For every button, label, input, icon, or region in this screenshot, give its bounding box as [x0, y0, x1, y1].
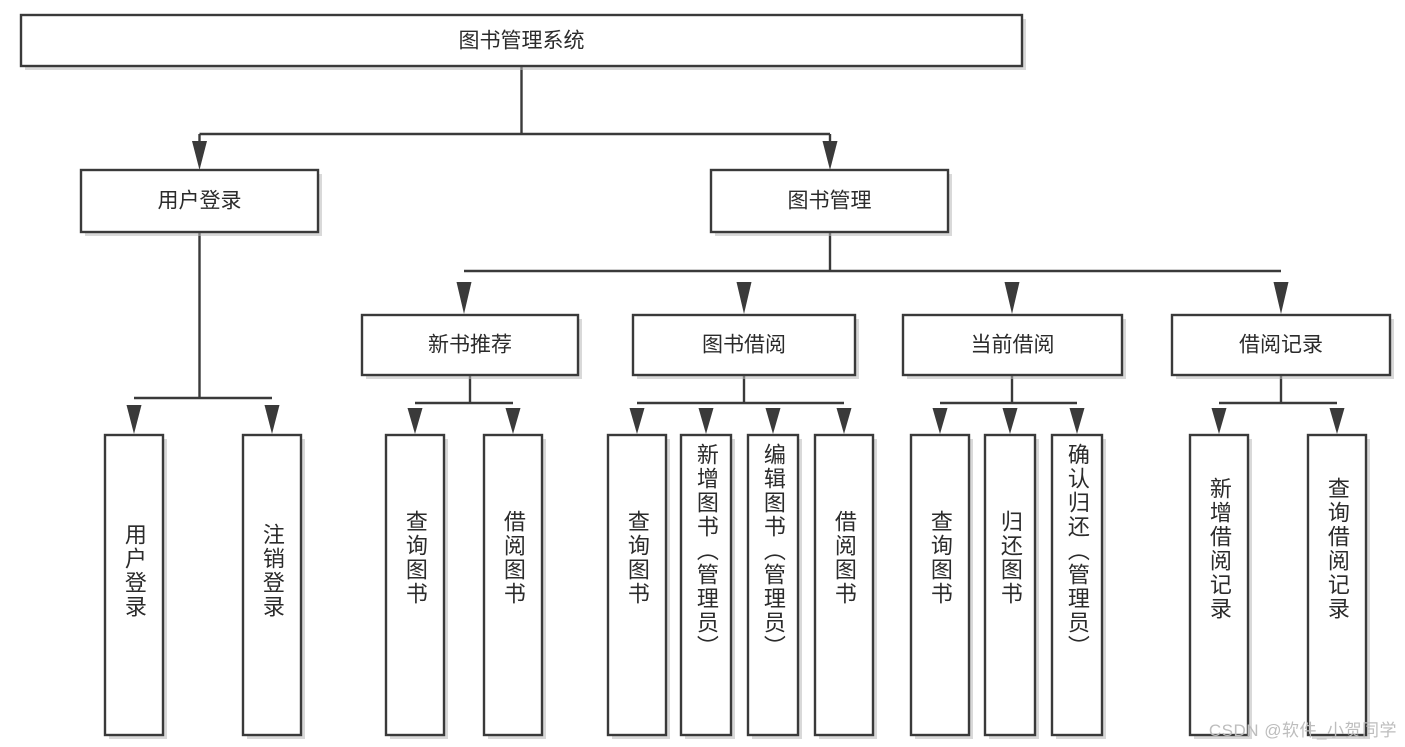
leaf-box[interactable] [384, 433, 448, 739]
node-root-label: 图书管理系统 [459, 30, 585, 53]
connector-userlogin-to-leaves [126, 232, 280, 434]
leaf-box[interactable] [606, 433, 670, 739]
leaf-boxes [103, 433, 1370, 739]
leaf-box[interactable] [983, 433, 1039, 739]
node-book-management[interactable]: 图书管理 [709, 168, 952, 236]
leaf-box[interactable] [813, 433, 877, 739]
leaf-box[interactable] [746, 433, 802, 739]
csdn-watermark: CSDN @软件_小贺同学 [1208, 721, 1397, 740]
leaf-box[interactable] [1306, 433, 1370, 739]
connector-root-to-level2 [192, 66, 838, 170]
node-book-borrow-label: 图书借阅 [702, 334, 786, 357]
node-current-borrow-label: 当前借阅 [971, 334, 1055, 357]
node-current-borrow[interactable]: 当前借阅 [901, 313, 1126, 379]
node-user-login-label: 用户登录 [158, 190, 242, 213]
node-root[interactable]: 图书管理系统 [19, 13, 1026, 70]
leaf-box[interactable] [241, 433, 305, 739]
node-user-login[interactable]: 用户登录 [79, 168, 322, 236]
leaf-box[interactable] [103, 433, 167, 739]
node-borrow-record[interactable]: 借阅记录 [1170, 313, 1394, 379]
leaf-box[interactable] [1188, 433, 1252, 739]
node-borrow-record-label: 借阅记录 [1239, 334, 1323, 357]
node-book-management-label: 图书管理 [788, 190, 872, 213]
leaf-box[interactable] [679, 433, 735, 739]
connector-newbook-to-leaves [407, 375, 521, 434]
node-new-book-recommend[interactable]: 新书推荐 [360, 313, 582, 379]
leaf-box[interactable] [909, 433, 973, 739]
leaf-box[interactable] [482, 433, 546, 739]
node-book-borrow[interactable]: 图书借阅 [631, 313, 859, 379]
node-new-book-recommend-label: 新书推荐 [428, 334, 512, 357]
connector-bookmgmt-to-level3 [456, 232, 1289, 314]
connector-current-to-leaves [932, 375, 1085, 434]
connector-borrow-to-leaves [629, 375, 852, 434]
leaf-box[interactable] [1050, 433, 1106, 739]
connector-record-to-leaves [1211, 375, 1345, 434]
